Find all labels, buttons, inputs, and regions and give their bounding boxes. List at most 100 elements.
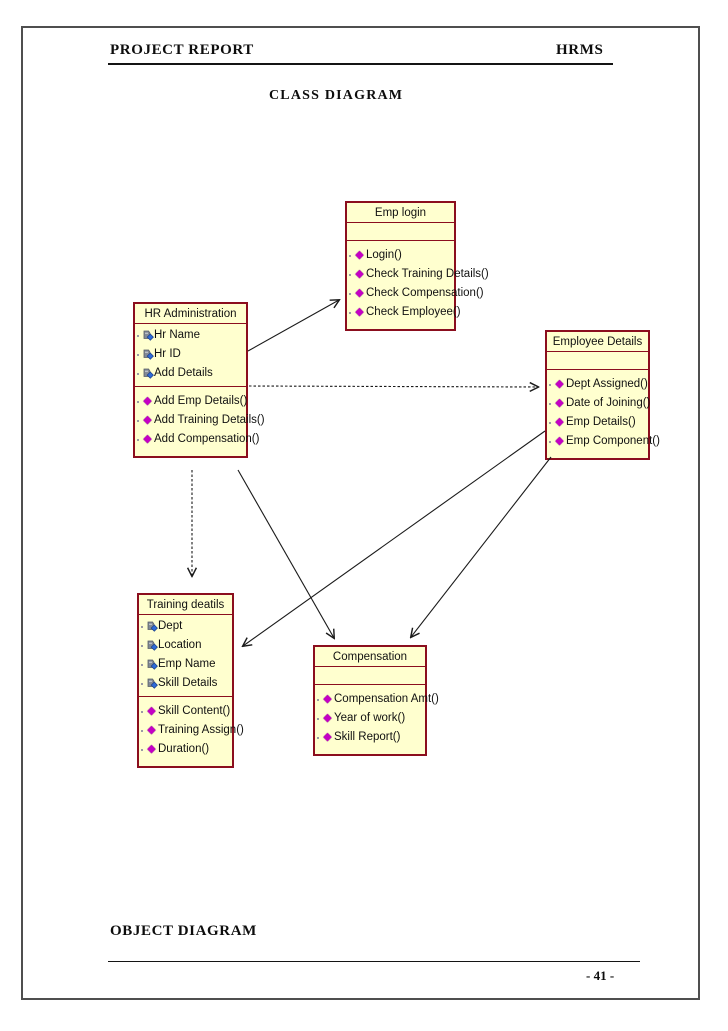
header-left: PROJECT REPORT [110, 42, 254, 58]
method-row: ◆Check Employee() [347, 303, 460, 322]
member-label: Location [158, 639, 202, 651]
class-methods: ◆Add Emp Details()◆Add Training Details(… [135, 387, 264, 456]
member-label: Emp Name [158, 658, 216, 670]
attribute-row: Location [139, 636, 232, 655]
member-label: Date of Joining() [566, 397, 651, 409]
attribute-row: Dept [139, 617, 232, 636]
method-icon: ◆ [147, 705, 156, 717]
footer-heading: OBJECT DIAGRAM [110, 923, 257, 939]
member-label: Add Compensation() [154, 433, 260, 445]
class-title: Compensation [315, 647, 425, 667]
method-row: ◆Dept Assigned() [547, 375, 648, 394]
attribute-row: Hr Name [135, 326, 246, 345]
method-icon: ◆ [555, 416, 564, 428]
member-label: Training Assign() [158, 724, 244, 736]
member-label: Year of work() [334, 712, 406, 724]
member-label: Emp Details() [566, 416, 636, 428]
member-label: Dept Assigned() [566, 378, 648, 390]
class-attributes: Hr Name Hr ID Add Details [135, 324, 246, 387]
method-row: ◆Add Emp Details() [135, 392, 248, 411]
member-label: Add Emp Details() [154, 395, 248, 407]
class-methods: ◆Login()◆Check Training Details()◆Check … [347, 241, 488, 329]
page-title: CLASS DIAGRAM [269, 88, 404, 103]
method-icon: ◆ [143, 395, 152, 407]
class-attributes [315, 667, 425, 685]
attribute-row: Hr ID [135, 345, 246, 364]
page-number: - 41 - [586, 968, 615, 983]
method-row: ◆Skill Report() [315, 728, 425, 747]
class-attributes [547, 352, 648, 370]
header-right: HRMS [556, 42, 604, 58]
attribute-icon [145, 640, 158, 651]
member-label: Check Training Details() [366, 268, 489, 280]
attribute-row: Add Details [135, 364, 246, 383]
class-box-emp-login: Emp login ◆Login()◆Check Training Detail… [345, 201, 489, 331]
method-row: ◆Compensation Amt() [315, 690, 439, 709]
member-label: Hr Name [154, 329, 201, 341]
page-border-frame [21, 26, 700, 1000]
method-row: ◆Add Training Details() [135, 411, 264, 430]
class-methods: ◆Compensation Amt()◆Year of work()◆Skill… [315, 685, 439, 754]
class-box-employee-details: Employee Details ◆Dept Assigned()◆Date o… [545, 330, 660, 460]
member-label: Emp Component() [566, 435, 660, 447]
method-row: ◆Date of Joining() [547, 394, 651, 413]
method-icon: ◆ [355, 306, 364, 318]
member-label: Skill Details [158, 677, 218, 689]
method-row: ◆Year of work() [315, 709, 425, 728]
class-attributes [347, 223, 454, 241]
footer-rule [108, 961, 640, 962]
method-row: ◆Check Compensation() [347, 284, 483, 303]
class-box-compensation: Compensation ◆Compensation Amt()◆Year of… [313, 645, 439, 756]
method-icon: ◆ [147, 724, 156, 736]
method-icon: ◆ [323, 712, 332, 724]
method-row: ◆Duration() [139, 740, 232, 759]
class-box-hr-administration: HR Administration Hr Name Hr ID Add Detail… [133, 302, 265, 458]
attribute-icon [145, 621, 158, 632]
method-icon: ◆ [147, 743, 156, 755]
class-methods: ◆Dept Assigned()◆Date of Joining()◆Emp D… [547, 370, 660, 458]
member-label: Hr ID [154, 348, 181, 360]
class-title: Training deatils [139, 595, 232, 615]
member-label: Compensation Amt() [334, 693, 439, 705]
method-icon: ◆ [323, 731, 332, 743]
attribute-row: Skill Details [139, 674, 232, 693]
method-icon: ◆ [143, 433, 152, 445]
method-row: ◆Login() [347, 246, 454, 265]
method-row: ◆Add Compensation() [135, 430, 259, 449]
method-icon: ◆ [143, 414, 152, 426]
member-label: Check Employee() [366, 306, 461, 318]
method-icon: ◆ [555, 397, 564, 409]
member-label: Add Details [154, 367, 213, 379]
header-rule [108, 63, 613, 65]
member-label: Duration() [158, 743, 210, 755]
member-label: Skill Content() [158, 705, 231, 717]
member-label: Add Training Details() [154, 414, 265, 426]
class-methods: ◆Skill Content()◆Training Assign()◆Durat… [139, 697, 244, 766]
member-label: Check Compensation() [366, 287, 484, 299]
member-label: Skill Report() [334, 731, 401, 743]
attribute-icon [141, 368, 154, 379]
attribute-icon [145, 678, 158, 689]
method-row: ◆Check Training Details() [347, 265, 488, 284]
method-row: ◆Emp Component() [547, 432, 660, 451]
attribute-icon [141, 349, 154, 360]
method-icon: ◆ [555, 378, 564, 390]
method-icon: ◆ [355, 287, 364, 299]
method-row: ◆Training Assign() [139, 721, 244, 740]
member-label: Login() [366, 249, 402, 261]
attribute-row: Emp Name [139, 655, 232, 674]
method-row: ◆Emp Details() [547, 413, 648, 432]
method-icon: ◆ [355, 249, 364, 261]
method-icon: ◆ [323, 693, 332, 705]
method-icon: ◆ [555, 435, 564, 447]
class-title: Emp login [347, 203, 454, 223]
attribute-icon [145, 659, 158, 670]
class-title: Employee Details [547, 332, 648, 352]
member-label: Dept [158, 620, 183, 632]
method-row: ◆Skill Content() [139, 702, 232, 721]
method-icon: ◆ [355, 268, 364, 280]
class-title: HR Administration [135, 304, 246, 324]
